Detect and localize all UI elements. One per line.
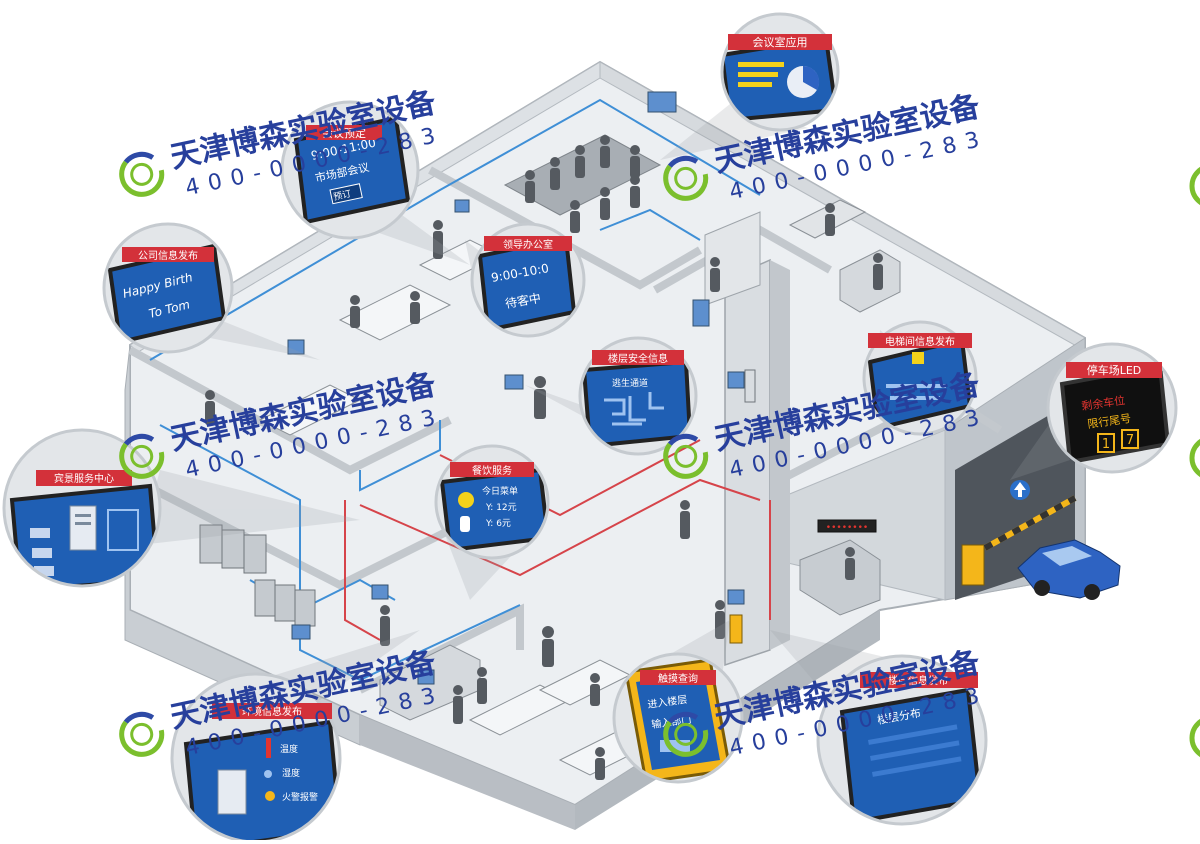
callout-line: 温度 xyxy=(280,743,298,755)
network-line-red xyxy=(359,478,761,577)
callout-title: 环境信息发布 xyxy=(242,705,302,718)
network-line-blue xyxy=(159,424,521,682)
elevator-shaft-side xyxy=(770,260,790,650)
wall-screens xyxy=(287,91,745,685)
network-line-red xyxy=(344,500,381,641)
callout-title: 停车场LED xyxy=(1087,363,1142,377)
service-room-wall xyxy=(123,471,472,590)
server-icon xyxy=(217,769,247,815)
callout-line: 限行尾号 xyxy=(1087,412,1132,431)
reception-desk xyxy=(799,539,881,616)
callout-title: 宾景服务中心 xyxy=(54,472,114,485)
desk xyxy=(258,384,362,436)
front-outer-wall xyxy=(360,715,575,830)
callout-line: Y: 12元 xyxy=(485,503,517,513)
parking-barrier-stripes xyxy=(983,495,1077,551)
watermark-logo-partial xyxy=(1189,167,1200,757)
office-wall xyxy=(128,346,452,475)
callout-meeting-room-app: 会议室应用 xyxy=(720,12,840,132)
restriction-digit: 7 xyxy=(1126,433,1134,448)
callout-floor-info: 楼层分布 楼层信息发布 xyxy=(816,654,988,826)
network-line-blue xyxy=(599,208,701,241)
led-sign-glow: •••••••• xyxy=(826,523,868,533)
server-icon xyxy=(69,505,97,551)
callout-line: Y: 6元 xyxy=(485,519,511,529)
kiosk xyxy=(729,614,743,644)
callout-title: 餐饮服务 xyxy=(472,464,512,477)
server-cabinets xyxy=(199,524,316,627)
callout-line: 今日菜单 xyxy=(482,485,518,497)
callout-line: 逃生通道 xyxy=(612,377,648,389)
callout-elevator-info: 电梯间信息发布 xyxy=(862,320,978,436)
desk xyxy=(338,284,452,341)
callout-title: 电梯间信息发布 xyxy=(885,335,955,348)
maze-icon xyxy=(604,392,664,426)
callout-line: 剩余车位 xyxy=(1080,393,1126,413)
fire-icon xyxy=(265,791,275,801)
network-line-blue xyxy=(149,98,761,361)
callout-catering: 今日菜单 Y: 12元 Y: 6元 餐饮服务 xyxy=(434,444,550,560)
callout-title: 触摸查询 xyxy=(658,672,698,685)
parking-gate xyxy=(961,544,985,586)
callout-company-info: Happy Birth To Tom 公司信息发布 xyxy=(102,222,234,354)
meal-icon xyxy=(458,492,474,508)
callout-title: 会议预定 xyxy=(322,126,366,140)
callout-title: 领导办公室 xyxy=(503,238,553,251)
callout-meeting-booking: 9:00-11:00 市场部会议 预订 会议预定 xyxy=(280,100,420,240)
thermometer-icon xyxy=(266,738,271,758)
callout-title: 楼层安全信息 xyxy=(608,352,668,365)
callout-line: 湿度 xyxy=(282,767,300,779)
meeting-room-wall xyxy=(428,166,703,290)
callout-title: 楼层信息发布 xyxy=(888,674,948,687)
cabinet xyxy=(839,249,901,313)
car-icon xyxy=(1017,539,1121,600)
led-sign xyxy=(817,519,877,533)
callout-environment-info: 温度 湿度 火警报警 环境信息发布 xyxy=(170,672,342,844)
callout-floor-safety: 逃生通道 楼层安全信息 xyxy=(578,336,698,456)
drop-icon xyxy=(264,770,272,778)
callout-line: 待客中 xyxy=(504,290,542,311)
booking-button: 预订 xyxy=(332,188,352,203)
up-arrow-icon xyxy=(1014,482,1026,497)
callout-executive-office: 9:00-10:0 待客中 领导办公室 xyxy=(470,222,586,338)
callout-parking-led: 剩余车位 限行尾号 1 7 停车场LED xyxy=(1046,342,1178,474)
people xyxy=(205,135,883,780)
callout-title: 会议室应用 xyxy=(753,35,808,49)
restriction-digit: 1 xyxy=(1102,437,1110,452)
kiosk xyxy=(744,369,756,403)
callout-title: 公司信息发布 xyxy=(138,249,198,262)
network-line-blue xyxy=(359,420,441,492)
callout-line: 火警报警 xyxy=(282,791,318,803)
